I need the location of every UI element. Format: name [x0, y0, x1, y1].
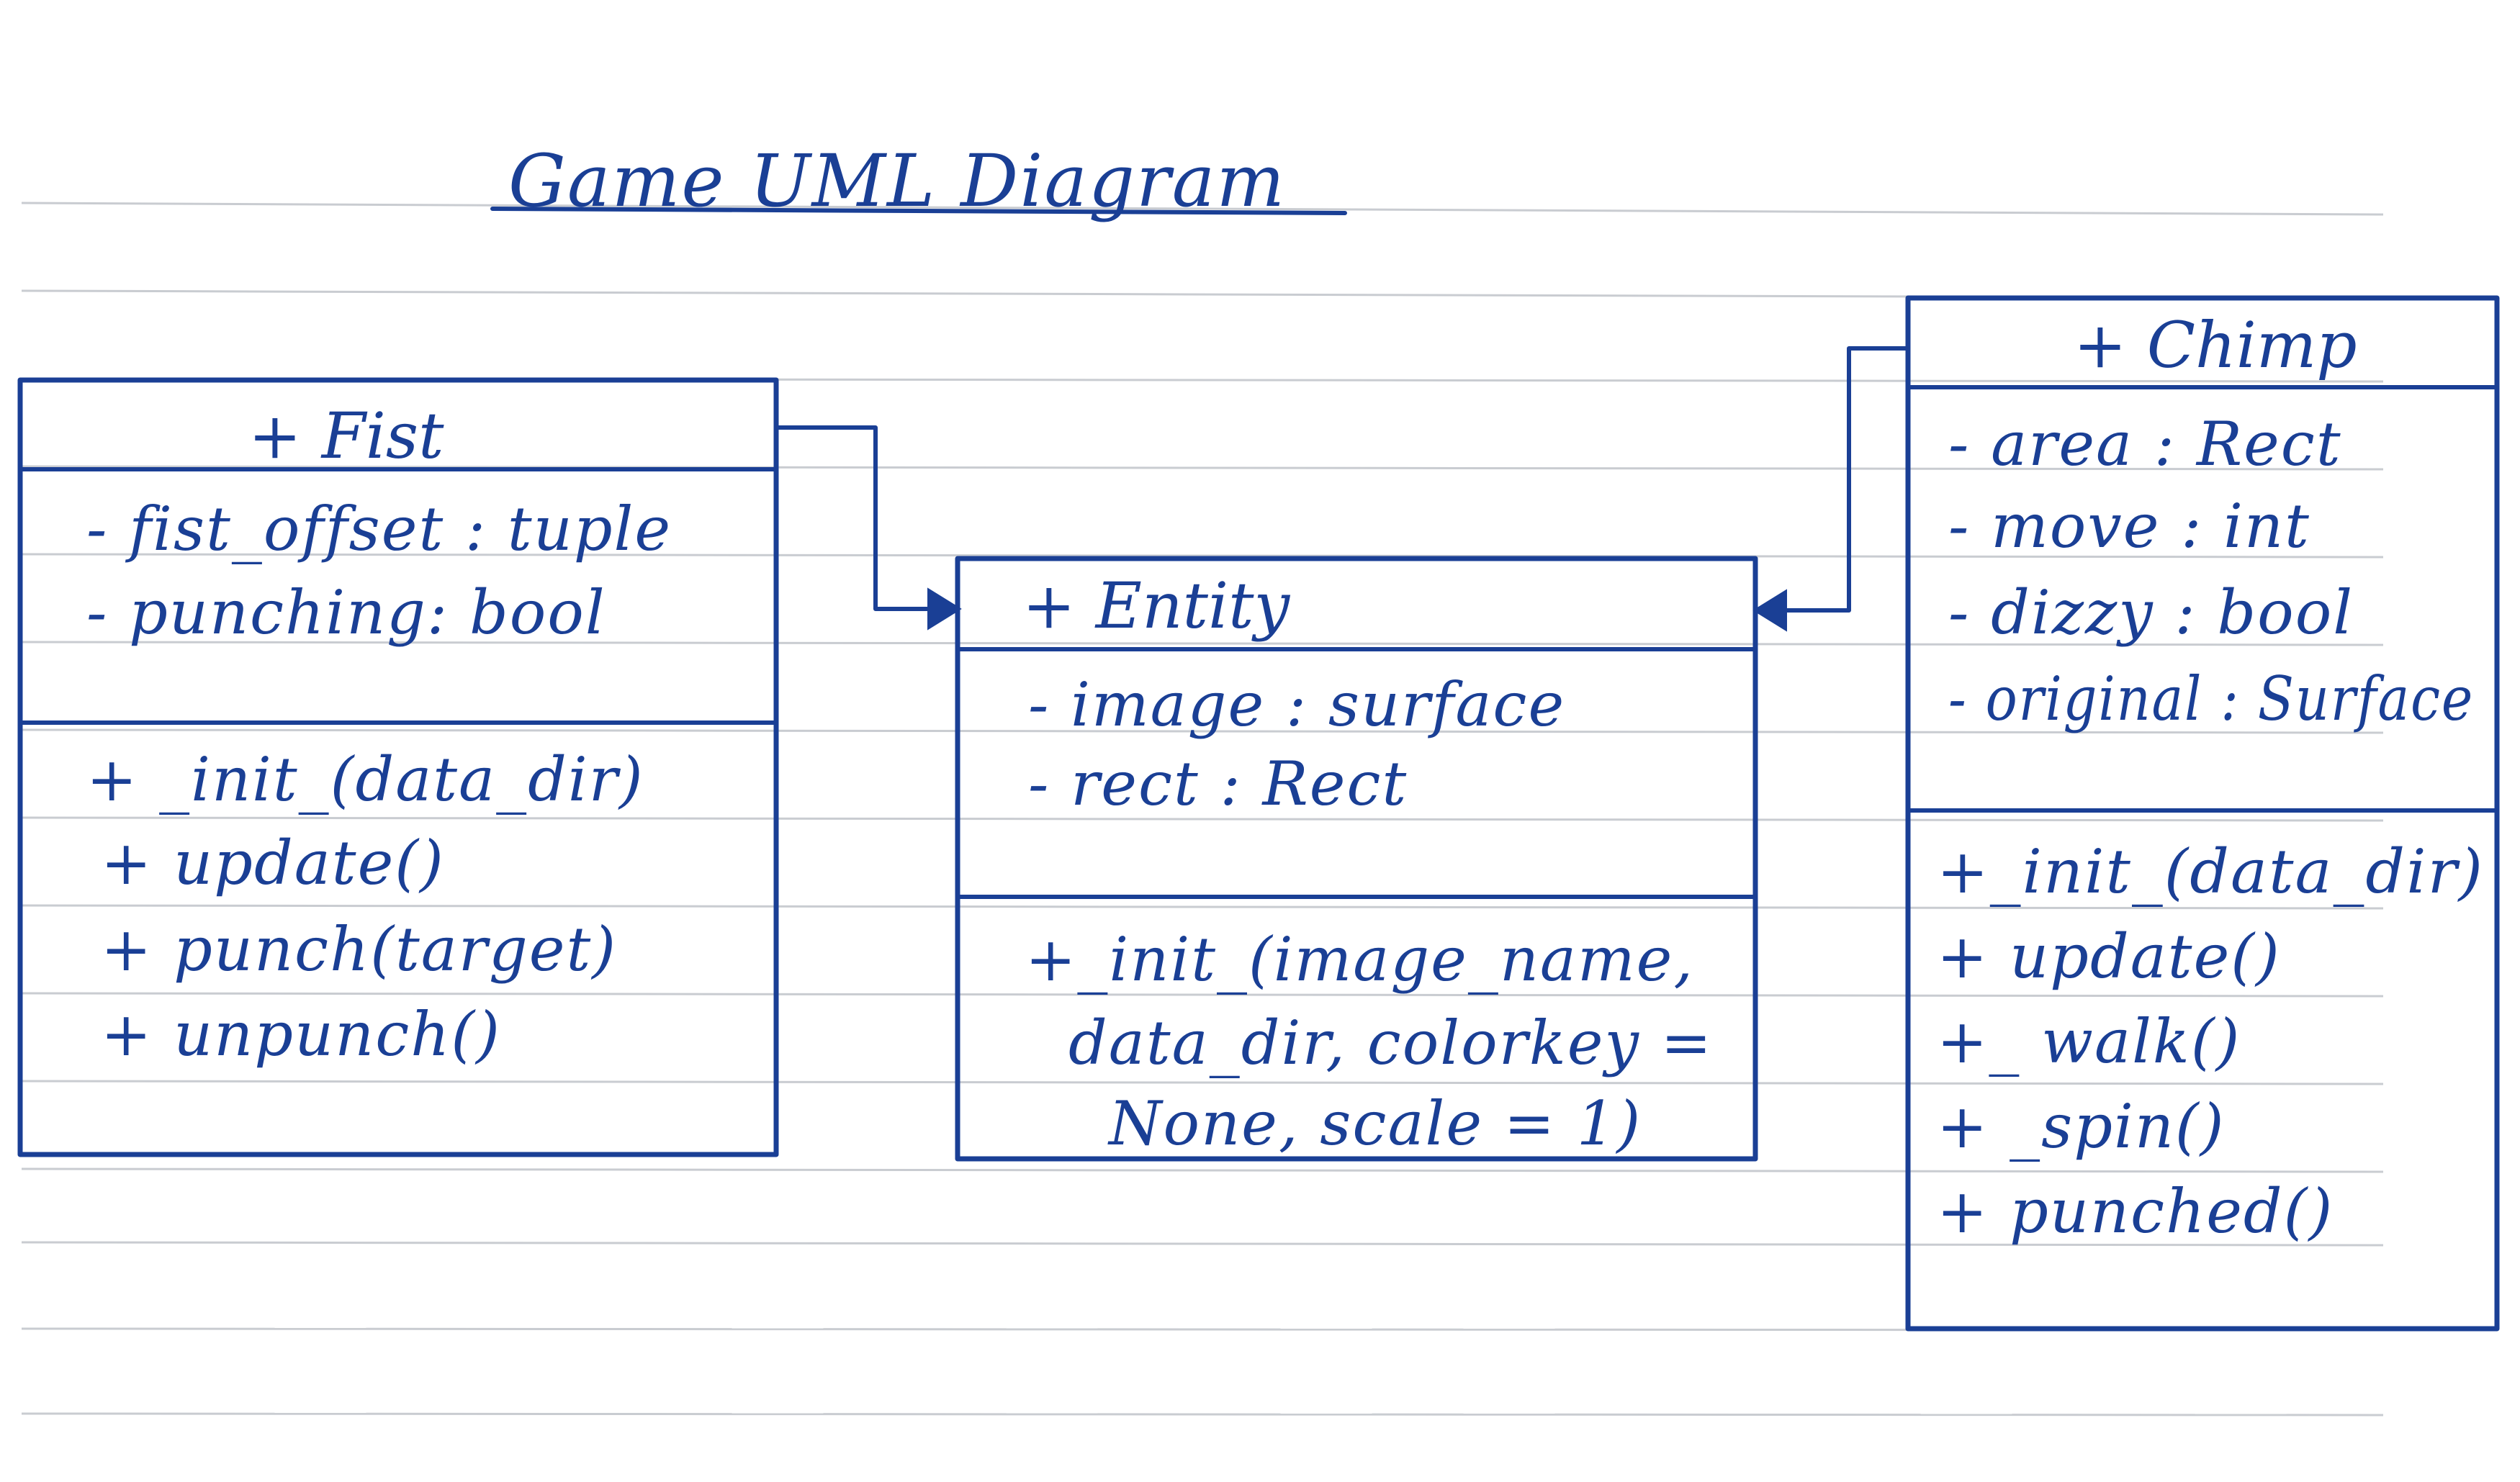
chimp-class-name: + Chimp [2074, 308, 2357, 382]
fist-method: + unpunch() [101, 999, 501, 1070]
entity-method: +_init_(image_name, [1025, 924, 1694, 995]
fist-entity-arrowhead [927, 587, 962, 631]
chimp-entity-arrowhead [1752, 589, 1787, 632]
fist-class-name: + Fist [248, 399, 444, 473]
entity-method: None, scale = 1) [1107, 1088, 1642, 1159]
fist-method: + punch(target) [101, 914, 617, 985]
fist-attribute: - fist_offset : tuple [86, 494, 672, 564]
entity-attribute: - rect : Rect [1028, 749, 1408, 819]
fist-entity-connector [776, 425, 930, 611]
ruled-line [21, 202, 2384, 216]
ruled-line [21, 1241, 2384, 1247]
ruled-line [21, 553, 2384, 559]
chimp-attribute: - area : Rect [1948, 409, 2342, 479]
ruled-line [21, 1080, 2384, 1085]
class-chimp: + Chimp - area : Rect - move : int - diz… [1905, 295, 2500, 1332]
chimp-entity-connector [1784, 346, 1908, 613]
ruled-line [21, 1412, 2384, 1417]
fist-method: + update() [101, 828, 445, 898]
chimp-method: + _spin() [1937, 1091, 2225, 1162]
class-entity: + Entity - image : surface - rect : Rect… [955, 556, 1758, 1162]
title-underline [490, 207, 1347, 215]
ruled-line [21, 992, 2384, 998]
chimp-box [1905, 295, 2500, 1332]
entity-box [955, 556, 1758, 1162]
fist-box [17, 377, 779, 1157]
entity-class-name: + Entity [1022, 569, 1290, 643]
chimp-attribute: - move : int [1948, 491, 2310, 561]
entity-attribute: - image : surface [1028, 669, 1565, 740]
diagram-title: Game UML Diagram [490, 139, 1347, 223]
ruled-line [21, 816, 2384, 822]
chimp-method: + punched() [1937, 1176, 2334, 1247]
chimp-method: +_init_(data_dir) [1937, 836, 2484, 907]
class-fist: + Fist - fist_offset : tuple - punching:… [17, 377, 779, 1157]
fist-method: + _init_(data_dir) [86, 744, 644, 815]
chimp-attribute: - original : Surface [1948, 664, 2474, 734]
ruled-line [21, 641, 2384, 646]
ruled-line [21, 728, 2384, 734]
fist-attribute: - punching: bool [86, 577, 606, 648]
chimp-method: + update() [1937, 921, 2281, 992]
relationships [776, 346, 1908, 632]
ruled-line [21, 1167, 2384, 1173]
entity-method: data_dir, colorkey = [1068, 1008, 1713, 1078]
ruled-line [21, 465, 2384, 471]
chimp-method: +_ walk() [1937, 1006, 2241, 1077]
chimp-attribute: - dizzy : bool [1948, 577, 2354, 648]
ruled-line [21, 904, 2384, 910]
